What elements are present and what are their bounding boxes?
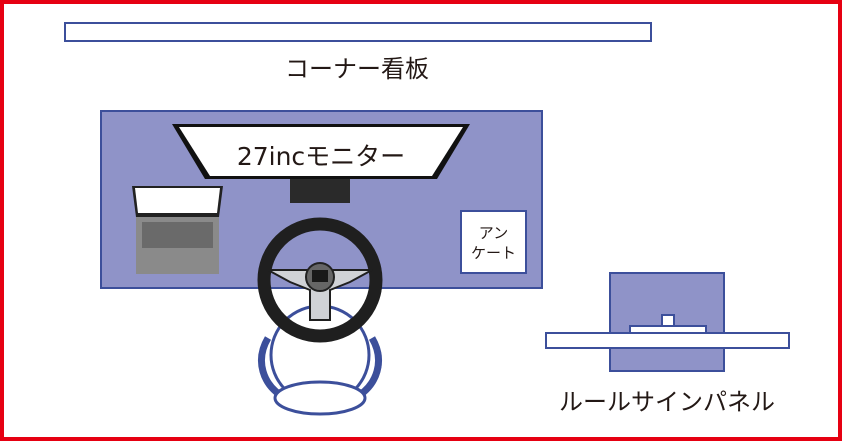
survey-label-line1: アン <box>478 224 509 242</box>
corner-sign-label: コーナー看板 <box>285 55 429 83</box>
corner-sign-bar <box>64 22 652 42</box>
steering-wheel-icon <box>257 217 383 343</box>
rule-panel-bar <box>545 332 790 349</box>
monitor-icon <box>172 124 470 203</box>
survey-label-line2: ケート <box>470 244 516 262</box>
monitor-label: 27incモニター <box>236 142 406 171</box>
laptop-icon <box>132 186 223 274</box>
rule-sign-panel-label: ルールサインパネル <box>559 388 775 416</box>
survey-box: アン ケート <box>460 210 527 274</box>
